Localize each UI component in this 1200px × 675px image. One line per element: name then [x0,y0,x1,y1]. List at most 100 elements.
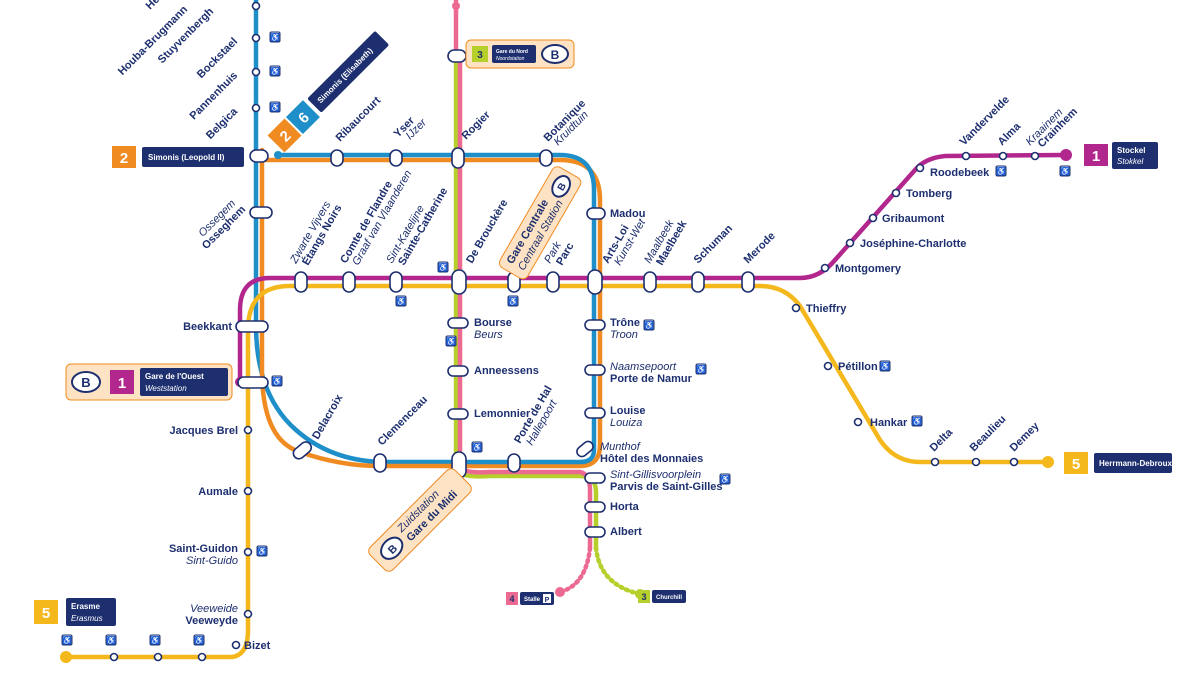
svg-text:♿: ♿ [194,635,204,645]
wheelchair-icon: ♿ [643,319,655,331]
badge-gare-midi[interactable]: B Zuidstation Gare du Midi [366,466,473,573]
station-pill-sintkat[interactable] [389,271,403,293]
badge-churchill[interactable]: 3 Churchill [638,590,686,603]
station-pill-namur[interactable] [584,364,606,376]
station-pill-botanique[interactable] [539,149,553,167]
station-dot-bizet[interactable] [231,640,241,650]
terminus-herrmann[interactable] [1042,456,1054,468]
label-bizet: Bizet [244,640,271,652]
station-pill-gare-ouest[interactable] [237,376,269,389]
station-pill-nord[interactable] [447,49,467,63]
station-pill-clemenceau[interactable] [373,453,387,473]
station-dot-belgica[interactable] [251,103,261,113]
badge-stockel[interactable]: 1 Stockel Stokkel [1084,142,1158,169]
station-dot-petillon[interactable] [823,361,833,371]
label-gribaumont: Gribaumont [882,213,945,225]
badge-gare-centrale[interactable]: Gare Centrale Centraal Station B [497,165,583,281]
wheelchair-icon: ♿ [719,473,731,485]
label-albert: Albert [610,526,642,538]
station-dot-alma[interactable] [998,151,1008,161]
station-dot-thieffry[interactable] [791,303,801,313]
terminus-stockel[interactable] [1060,149,1072,161]
label-schuman: Schuman [692,222,736,266]
station-dot-west-1[interactable] [197,652,207,662]
station-dot-kraainem[interactable] [1030,151,1040,161]
station-pill-monnaies[interactable] [575,439,595,458]
svg-text:♿: ♿ [270,102,280,112]
terminus-stalle[interactable] [555,587,565,597]
station-pill-maelbeek[interactable] [643,271,657,293]
station-dot-west-3[interactable] [109,652,119,662]
station-dot-vandervelde[interactable] [961,151,971,161]
station-pill-albert[interactable] [584,526,606,538]
station-pill-lemonnier[interactable] [447,408,469,420]
station-dot-pannenhuis[interactable] [251,67,261,77]
station-pill-rogier[interactable] [451,147,465,169]
wheelchair-icon: ♿ [995,165,1007,177]
svg-text:♿: ♿ [150,635,160,645]
label-demey: Demey [1008,420,1043,455]
station-dot-roodebeek[interactable] [915,163,925,173]
station-pill-beekkant[interactable] [235,320,269,333]
station-pill-comte[interactable] [342,271,356,293]
station-dot-aumale[interactable] [243,486,253,496]
terminus-simonis-elisabeth[interactable] [274,151,282,159]
station-pill-parc[interactable] [546,271,560,293]
badge-stalle[interactable]: 4 Stalle P [506,592,554,605]
wheelchair-icon: ♿ [269,101,281,113]
station-pill-madou[interactable] [586,207,606,220]
station-dot-hankar[interactable] [853,417,863,427]
station-dot-bockstael[interactable] [251,33,261,43]
station-dot-saintguidon[interactable] [243,547,253,557]
badge-stalle-num: 4 [509,594,514,604]
station-dot-tomberg[interactable] [891,188,901,198]
station-dot-stuyvenbergh[interactable] [251,1,261,11]
badge-herrmann[interactable]: 5 Herrmann-Debroux [1064,452,1172,474]
station-dot-demey[interactable] [1009,457,1019,467]
badge-gare-nord[interactable]: 3 Gare du Nord Noordstation B [465,39,575,69]
station-pill-simonis[interactable] [249,149,269,163]
wheelchair-icon: ♿ [105,634,117,646]
station-pill-artsloi[interactable] [587,269,603,295]
station-pill-zwarte[interactable] [294,271,308,293]
station-markers [109,1,1040,662]
station-pill-merode[interactable] [741,271,755,293]
badge-gare-ouest-name: Gare de l'Ouest [145,372,204,381]
station-dot-beaulieu[interactable] [971,457,981,467]
badge-simonis-elisabeth[interactable]: 2 6 Simonis (Elisabeth) [267,29,391,153]
station-dot-gribaumont[interactable] [868,213,878,223]
station-pill-anneessens[interactable] [447,365,469,377]
station-dot-montgomery[interactable] [820,263,830,273]
label-troon: Troon [610,329,638,341]
badge-stockel-name-alt: Stokkel [1117,157,1143,166]
wheelchair-icon: ♿ [879,360,891,372]
station-pill-louise[interactable] [584,407,606,419]
station-pill-horta[interactable] [584,501,606,513]
station-dot-jacques[interactable] [243,425,253,435]
station-dot-delta[interactable] [930,457,940,467]
station-dot-veeweyde[interactable] [243,609,253,619]
station-pill-portehal[interactable] [507,453,521,473]
station-dot-josephine[interactable] [845,238,855,248]
station-pill-ribaucourt[interactable] [330,149,344,167]
station-pill-debrouckere[interactable] [451,269,467,295]
station-pill-ossegem[interactable] [249,206,273,219]
label-rogier: Rogier [460,108,494,142]
station-pill-trone[interactable] [584,319,606,331]
wheelchair-icon: ♿ [149,634,161,646]
badge-gare-ouest[interactable]: B 1 Gare de l'Ouest Weststation [65,363,233,401]
badge-simonis-leopold[interactable]: 2 Simonis (Leopold II) [112,146,244,168]
station-pill-yser[interactable] [389,149,403,167]
station-pill-stgilles[interactable] [584,472,606,484]
station-pill-bourse[interactable] [447,317,469,329]
station-dot-west-2[interactable] [153,652,163,662]
terminus-nord-pink[interactable] [452,2,460,10]
wheelchair-icon: ♿ [271,375,283,387]
svg-text:♿: ♿ [1060,166,1070,176]
station-pill-delacroix[interactable] [291,440,313,461]
station-pill-schuman[interactable] [691,271,705,293]
sncb-rail-icon: B [541,44,569,64]
badge-erasme[interactable]: 5 Erasme Erasmus [34,598,116,626]
terminus-erasme[interactable] [60,651,72,663]
